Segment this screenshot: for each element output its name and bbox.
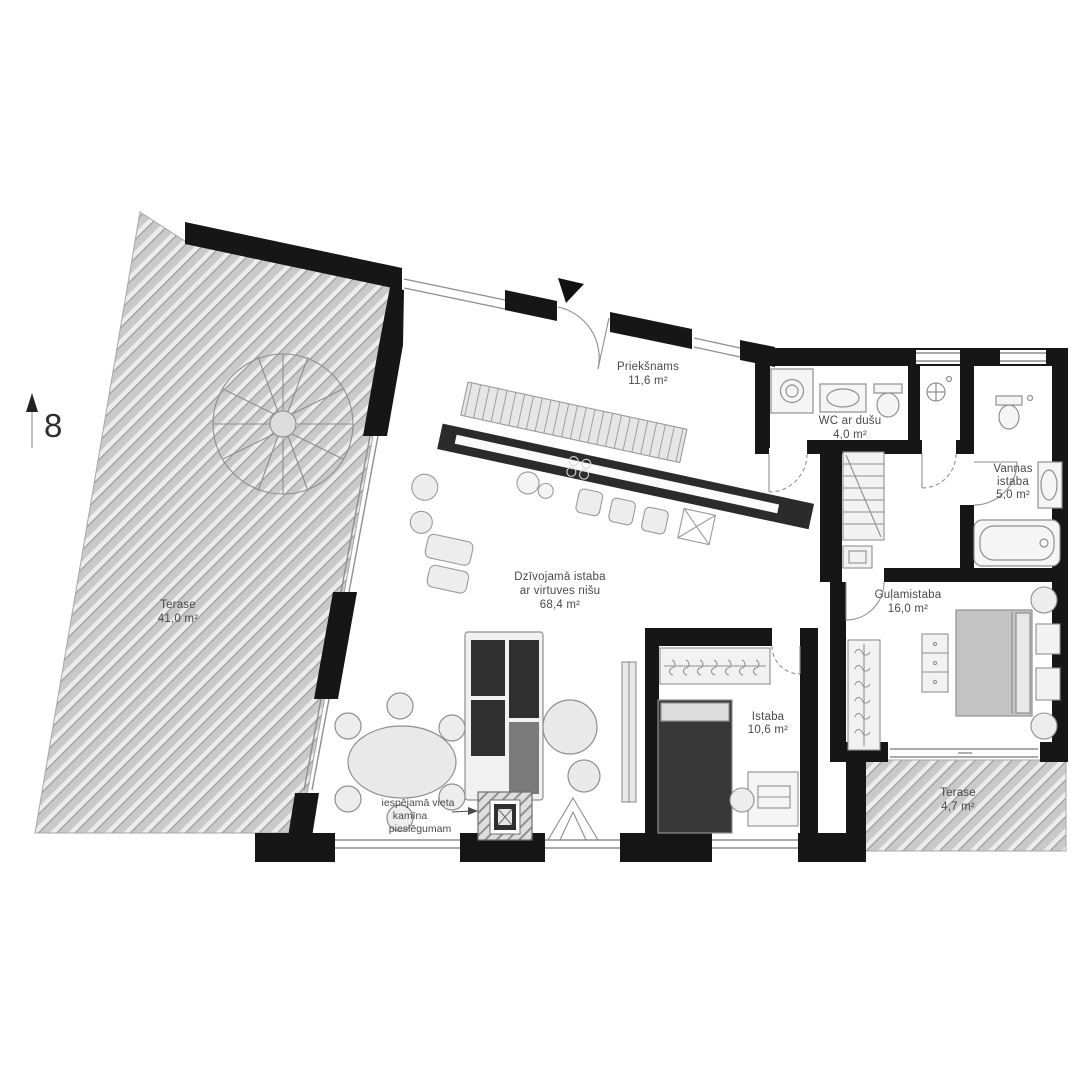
room-label-gulamistaba-area: 16,0 m² [888,603,928,615]
bath-sink-icon [1037,461,1063,509]
wall-bath-left-lower [960,505,974,582]
kitchen-area [409,381,815,594]
wall-terrace-right-side [846,758,866,842]
plant-icon [547,796,599,841]
wall-bedroom-top [884,568,1062,582]
entrance-arrow-icon [558,278,584,303]
wall-bottom-1 [255,833,335,862]
istaba-desk [729,771,799,827]
wall-bottom-3 [620,833,712,862]
room-label-istaba-name: Istaba [752,711,785,723]
bath-toilet-icon [995,394,1034,430]
room-label-dzivojama-area: 68,4 m² [540,599,580,611]
dining-set [334,692,466,832]
wall-shower-bottom-a [908,440,922,454]
wall-top-2 [505,290,557,321]
room-label-vannas-area: 5,0 m² [996,489,1030,501]
room-label-prieksnams-area: 11,6 m² [628,375,668,387]
room-label-vannas-line1: Vannas [993,463,1032,475]
wall-istaba-left [645,628,659,842]
wall-slant-2 [314,592,357,699]
room-label-terase-left-area: 41,0 m² [158,613,198,625]
hob-icon [566,456,592,480]
sofa [464,631,544,801]
unit-number: 8 [44,407,62,444]
wall-top-1 [185,222,402,290]
shower-icon [926,375,953,402]
fireplace-note-leader [451,807,478,815]
wall-wc-bottom-a [755,440,769,454]
wall-top-3 [610,312,692,349]
wc-sink-icon [819,383,867,413]
washing-machine-icon [770,368,814,414]
bedroom-nightstands [1030,586,1061,740]
room-label-prieksnams-name: Priekšnams [617,361,679,373]
room-label-vannas-line2: istaba [997,476,1029,488]
room-label-terase-right-area: 4,7 m² [941,801,975,813]
bar-stools [575,488,669,535]
wc-toilet-icon [873,383,903,418]
wall-top-corner [379,287,404,345]
wall-bedroom-bottom-right [1040,742,1068,762]
istaba-wardrobe [659,647,771,685]
wall-shower-bottom-b [956,440,974,454]
doors [557,306,1018,675]
kitchen-counter [460,381,688,464]
wall-istaba-right [800,628,818,842]
wall-spine [820,445,842,582]
room-label-wc-name: WC ar dušu [819,415,882,427]
room-label-wc-area: 4,0 m² [833,429,867,441]
wall-istaba-top [645,628,772,646]
fireplace [477,791,533,841]
fireplace-note-line1: iespējamā vieta [382,797,455,809]
closet-shelves [842,451,885,541]
room-label-gulamistaba-name: Guļamistaba [875,589,942,601]
kitchen-chairs [409,473,474,594]
terrace-right-area [863,759,1067,852]
room-label-istaba-area: 10,6 m² [748,724,788,736]
wall-bedroom-left [830,582,846,742]
terrace-left-area [34,211,402,834]
bed-master [955,609,1033,717]
kitchen-island-slot [454,434,780,514]
coffee-tables [542,699,601,793]
spiral-staircase [212,353,354,495]
bedroom-dresser [921,633,949,693]
room-label-dzivojama-line1: Dzīvojamā istaba [514,571,606,583]
bathtub-icon [973,519,1061,567]
bedroom-wardrobe [847,639,881,751]
room-label-terase-right-name: Terase [940,787,976,799]
wall-shower-bath-divider [960,352,974,454]
north-arrow-icon [26,393,38,448]
wall-wc-shower-divider [908,352,920,454]
fireplace-note-line3: pieslēgumam [389,823,452,835]
sink-icon [516,471,554,499]
room-label-terase-left-name: Terase [160,599,196,611]
bed-small [657,699,733,834]
dishwasher-icon [677,507,717,546]
wall-slant-1 [363,345,403,436]
fireplace-note-line2: kamīna [393,810,428,822]
hall-cabinet [842,545,873,569]
room-label-dzivojama-line2: ar virtuves nišu [520,585,601,597]
glass-partition [621,661,637,803]
wall-wc-left [755,352,770,448]
